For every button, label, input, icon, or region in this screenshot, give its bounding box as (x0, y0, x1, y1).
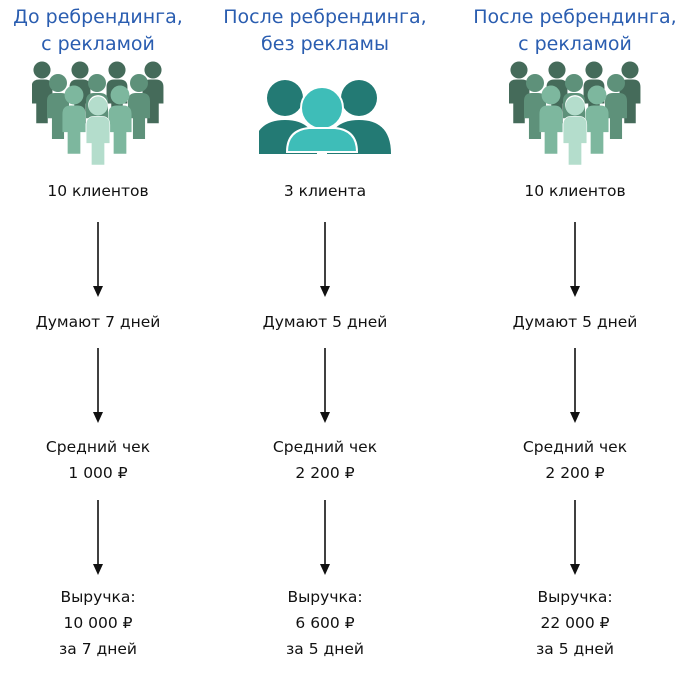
title-line: с рекламой (41, 33, 155, 55)
average-check-check-label: Средний чек (272, 438, 378, 456)
person-icon (605, 74, 627, 139)
average-check: Средний чек 2 200 ₽ (200, 434, 450, 486)
decision-time: Думают 5 дней (450, 309, 700, 335)
arrow-down-icon (93, 222, 103, 297)
person-icon (539, 85, 563, 154)
clients-count-clients: 3 клиента (283, 182, 367, 200)
revenue-revenue-value: 22 000 ₽ (540, 614, 610, 632)
revenue: Выручка: 6 600 ₽ за 5 дней (200, 584, 450, 662)
average-check: Средний чек 1 000 ₽ (0, 434, 223, 486)
column-title: До ребрендинга, с рекламой (0, 4, 223, 58)
crowd-icon (509, 61, 641, 167)
person-icon (86, 96, 110, 165)
person-icon (563, 96, 587, 165)
arrow-down-icon (570, 500, 580, 575)
person-icon (585, 85, 609, 154)
title-line: До ребрендинга, (13, 6, 183, 28)
average-check-check-label: Средний чек (522, 438, 628, 456)
clients-count: 10 клиентов (0, 178, 223, 204)
average-check-check-label: Средний чек (45, 438, 151, 456)
revenue-revenue-value: 6 600 ₽ (295, 614, 355, 632)
revenue-revenue-period: за 7 дней (59, 640, 137, 658)
clients-count: 10 клиентов (450, 178, 700, 204)
arrow-down-icon (570, 222, 580, 297)
revenue-revenue-label: Выручка: (60, 588, 136, 606)
decision-time: Думают 7 дней (0, 309, 223, 335)
person-icon (128, 74, 150, 139)
title-line: После ребрендинга, (223, 6, 427, 28)
average-check-check-value: 1 000 ₽ (68, 464, 128, 482)
group-icon (259, 80, 391, 154)
revenue-revenue-label: Выручка: (537, 588, 613, 606)
revenue: Выручка: 22 000 ₽ за 5 дней (450, 584, 700, 662)
clients-count-clients: 10 клиентов (47, 182, 149, 200)
decision-time-think: Думают 5 дней (262, 313, 388, 331)
arrow-down-icon (93, 500, 103, 575)
arrow-down-icon (93, 348, 103, 423)
crowd-icon (32, 61, 164, 167)
revenue: Выручка: 10 000 ₽ за 7 дней (0, 584, 223, 662)
average-check-check-value: 2 200 ₽ (545, 464, 605, 482)
clients-count-clients: 10 клиентов (524, 182, 626, 200)
average-check: Средний чек 2 200 ₽ (450, 434, 700, 486)
column-title: После ребрендинга, с рекламой (450, 4, 700, 58)
person-icon (108, 85, 132, 154)
title-line: без рекламы (261, 33, 389, 55)
revenue-revenue-label: Выручка: (287, 588, 363, 606)
clients-count: 3 клиента (200, 178, 450, 204)
arrow-down-icon (320, 222, 330, 297)
column-title: После ребрендинга, без рекламы (200, 4, 450, 58)
person-icon (285, 86, 359, 153)
decision-time-think: Думают 5 дней (512, 313, 638, 331)
title-line: с рекламой (518, 33, 632, 55)
revenue-revenue-period: за 5 дней (286, 640, 364, 658)
decision-time: Думают 5 дней (200, 309, 450, 335)
person-icon (62, 85, 86, 154)
decision-time-think: Думают 7 дней (35, 313, 161, 331)
arrow-down-icon (320, 348, 330, 423)
arrow-down-icon (320, 500, 330, 575)
revenue-revenue-period: за 5 дней (536, 640, 614, 658)
average-check-check-value: 2 200 ₽ (295, 464, 355, 482)
revenue-revenue-value: 10 000 ₽ (63, 614, 133, 632)
arrow-down-icon (570, 348, 580, 423)
title-line: После ребрендинга, (473, 6, 677, 28)
